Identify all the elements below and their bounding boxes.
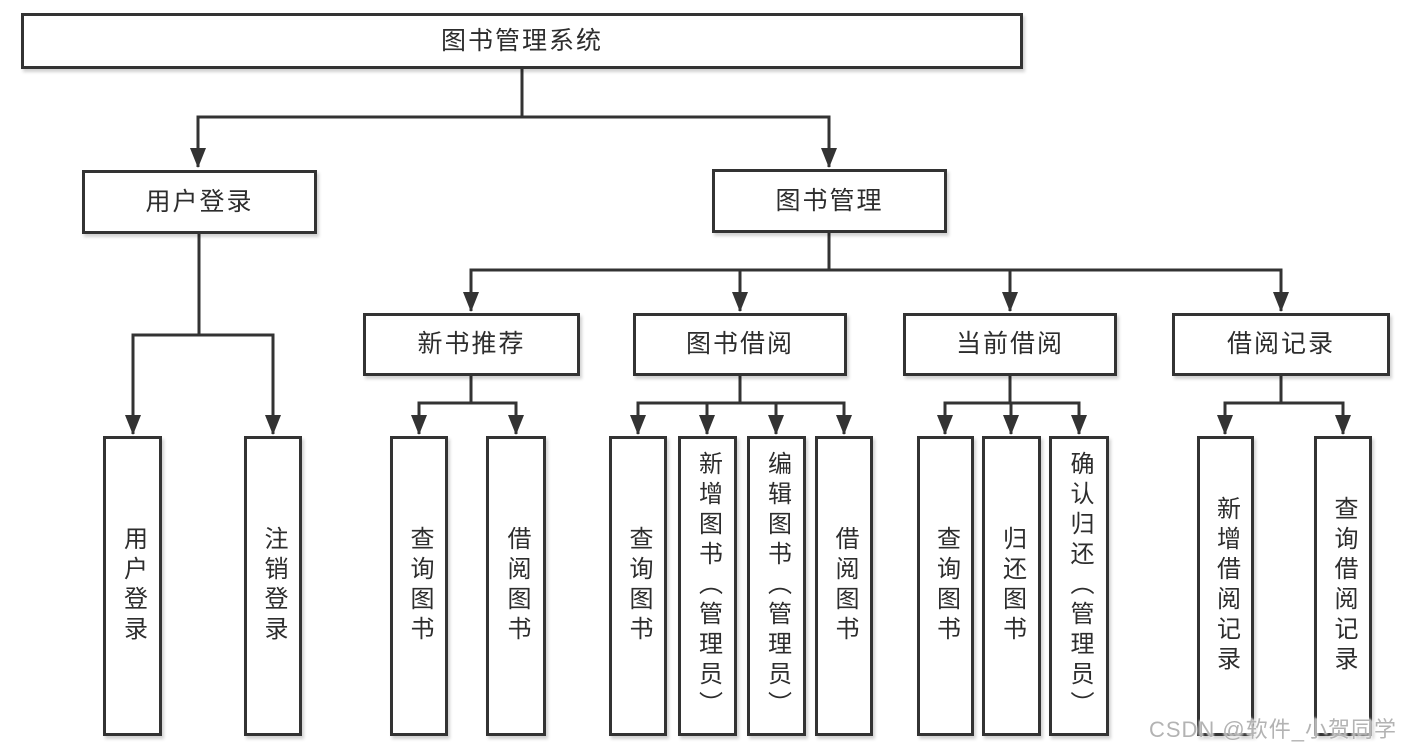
node-leaf-return-books: 归还图书 [982, 436, 1041, 736]
node-borrowing-records: 借阅记录 [1172, 313, 1390, 376]
connector-bookborrow-split [630, 401, 852, 435]
node-current-borrowing: 当前借阅 [903, 313, 1117, 376]
node-label: 借阅记录 [1226, 330, 1335, 358]
node-leaf-borrow-books-2: 借阅图书 [815, 436, 873, 736]
node-label: 新增图书（管理员） [694, 451, 722, 721]
connector-root-split [190, 115, 837, 168]
node-leaf-user-login: 用户登录 [103, 436, 162, 736]
node-label: 新书推荐 [417, 330, 526, 358]
node-book-borrowing: 图书借阅 [633, 313, 847, 376]
node-label: 归还图书 [998, 526, 1026, 646]
node-label: 编辑图书（管理员） [763, 451, 791, 721]
node-user-login: 用户登录 [82, 170, 317, 234]
node-leaf-add-borrow-record: 新增借阅记录 [1197, 436, 1254, 736]
node-label: 新增借阅记录 [1212, 496, 1240, 676]
node-label: 图书管理系统 [440, 26, 603, 55]
connector-userlogin-split [125, 333, 281, 435]
node-label: 当前借阅 [955, 330, 1064, 358]
node-new-book-recommendation: 新书推荐 [363, 313, 580, 376]
node-leaf-query-books-2: 查询图书 [609, 436, 667, 736]
node-label: 借阅图书 [831, 526, 858, 646]
node-label: 查询图书 [406, 526, 433, 646]
node-leaf-borrow-books-1: 借阅图书 [486, 436, 546, 736]
node-leaf-edit-book-admin: 编辑图书（管理员） [747, 436, 806, 736]
node-leaf-logout: 注销登录 [244, 436, 302, 736]
node-label: 查询图书 [625, 526, 652, 646]
node-leaf-query-books-3: 查询图书 [917, 436, 974, 736]
node-label: 查询借阅记录 [1330, 496, 1357, 676]
connector-bookmgmt-split [463, 268, 1289, 312]
node-label: 借阅图书 [503, 526, 530, 646]
node-label: 注销登录 [260, 526, 287, 646]
node-label: 确认归还（管理员） [1066, 451, 1093, 721]
node-label: 用户登录 [119, 526, 147, 646]
node-leaf-query-borrow-record: 查询借阅记录 [1314, 436, 1372, 736]
node-label: 查询图书 [932, 526, 960, 646]
node-root-library-system: 图书管理系统 [21, 13, 1023, 69]
node-leaf-add-book-admin: 新增图书（管理员） [678, 436, 737, 736]
node-leaf-confirm-return-admin: 确认归还（管理员） [1049, 436, 1109, 736]
connector-newbook-split [411, 401, 524, 435]
node-leaf-query-books-1: 查询图书 [390, 436, 448, 736]
csdn-watermark: CSDN @软件_小贺同学 [1148, 717, 1397, 742]
node-label: 图书管理 [775, 186, 884, 215]
node-label: 图书借阅 [685, 330, 794, 358]
node-book-management: 图书管理 [712, 169, 947, 233]
connector-records-split [1217, 401, 1351, 435]
node-label: 用户登录 [145, 187, 254, 216]
